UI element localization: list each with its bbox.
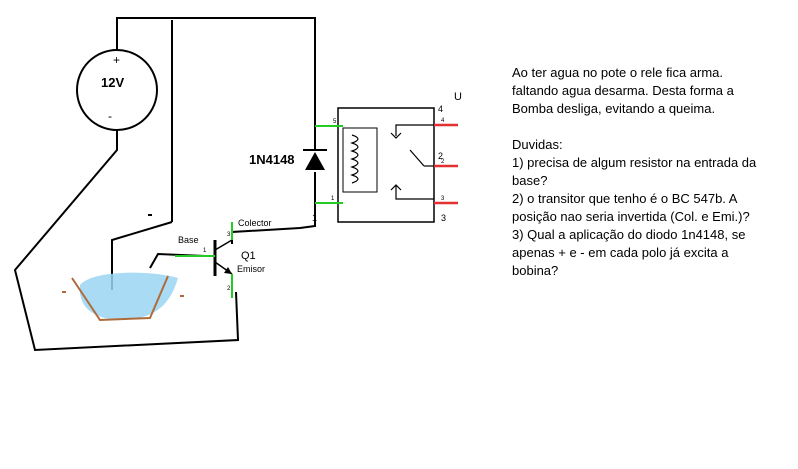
- wire-top-rail: [116, 17, 316, 123]
- battery-voltage-label: 12V: [101, 75, 124, 90]
- question-line-1: 1) precisa de algum resistor na entrada …: [512, 155, 757, 170]
- relay-pin-1-label: 1: [312, 213, 317, 223]
- relay-ref-label: U: [454, 91, 462, 103]
- relay-small-pin-4: 4: [441, 118, 445, 124]
- question-line-4: posição nao seria invertida (Col. e Emi.…: [512, 209, 750, 224]
- question-line-2: base?: [512, 173, 548, 188]
- notes-spacer: [512, 118, 792, 136]
- question-line-3: 2) o transitor que tenho é o BC 547b. A: [512, 191, 738, 206]
- relay-pin-4-label: 4: [438, 104, 443, 114]
- relay-arrow-bottom: [390, 184, 402, 191]
- transistor-pin-emitter: 2: [227, 286, 231, 292]
- battery-minus-label: -: [108, 109, 112, 123]
- transistor-ref-label: Q1: [241, 250, 256, 262]
- relay-symbol: 5 1 4 2 3 4 2 3 1 U: [312, 91, 462, 223]
- transistor-base-label: Base: [178, 235, 199, 245]
- relay-contact-bottom: [395, 186, 434, 200]
- transistor-collector-leg: [214, 239, 233, 251]
- battery-circle: [76, 49, 158, 131]
- relay-coil: [350, 134, 359, 184]
- water-bowl: [62, 214, 184, 322]
- note-intro-line-1: Ao ter agua no pote o rele fica arma.: [512, 65, 724, 80]
- relay-coil-box: [342, 127, 378, 193]
- note-intro-line-2: faltando agua desarma. Desta forma a: [512, 83, 734, 98]
- relay-switch-arm: [409, 149, 425, 167]
- notes-heading: Duvidas:: [512, 137, 563, 152]
- relay-small-pin-1: 1: [331, 196, 335, 202]
- note-intro-line-3: Bomba desliga, evitando a queima.: [512, 101, 716, 116]
- question-line-5: 3) Qual a aplicação do diodo 1n4148, se: [512, 227, 746, 242]
- relay-small-pin-5: 5: [333, 119, 337, 125]
- transistor-collector-label: Colector: [238, 218, 272, 228]
- transistor-emitter-arrow: [224, 267, 232, 274]
- transistor-emitter-label: Emisor: [237, 264, 265, 274]
- wire-battery-minus: [13, 130, 240, 352]
- relay-small-pin-2: 2: [441, 159, 445, 165]
- diode-symbol: 1N4148: [249, 149, 327, 170]
- transistor-symbol: Base Colector Emisor Q1 1 3 2: [175, 218, 272, 298]
- question-line-6: apenas + e - em cada polo já excita a: [512, 245, 729, 260]
- relay-contact-top: [395, 124, 434, 136]
- battery-symbol: + 12V -: [76, 49, 158, 131]
- transistor-pin-collector: 3: [227, 232, 231, 238]
- battery-plus-label: +: [113, 53, 120, 67]
- diode-triangle: [305, 152, 325, 170]
- relay-arrow-top: [390, 132, 402, 139]
- relay-small-pin-3: 3: [441, 196, 445, 202]
- diode-label: 1N4148: [249, 152, 295, 167]
- relay-pin-3-label: 3: [441, 213, 446, 223]
- transistor-pin-base: 1: [203, 248, 207, 254]
- notes-panel: Ao ter agua no pote o rele fica arma. fa…: [512, 64, 792, 280]
- question-line-7: bobina?: [512, 263, 559, 278]
- bowl-outline: [71, 275, 169, 322]
- wire-probe-left: [111, 221, 173, 290]
- relay-pin-2-label: 2: [438, 151, 443, 161]
- relay-body: [337, 107, 435, 223]
